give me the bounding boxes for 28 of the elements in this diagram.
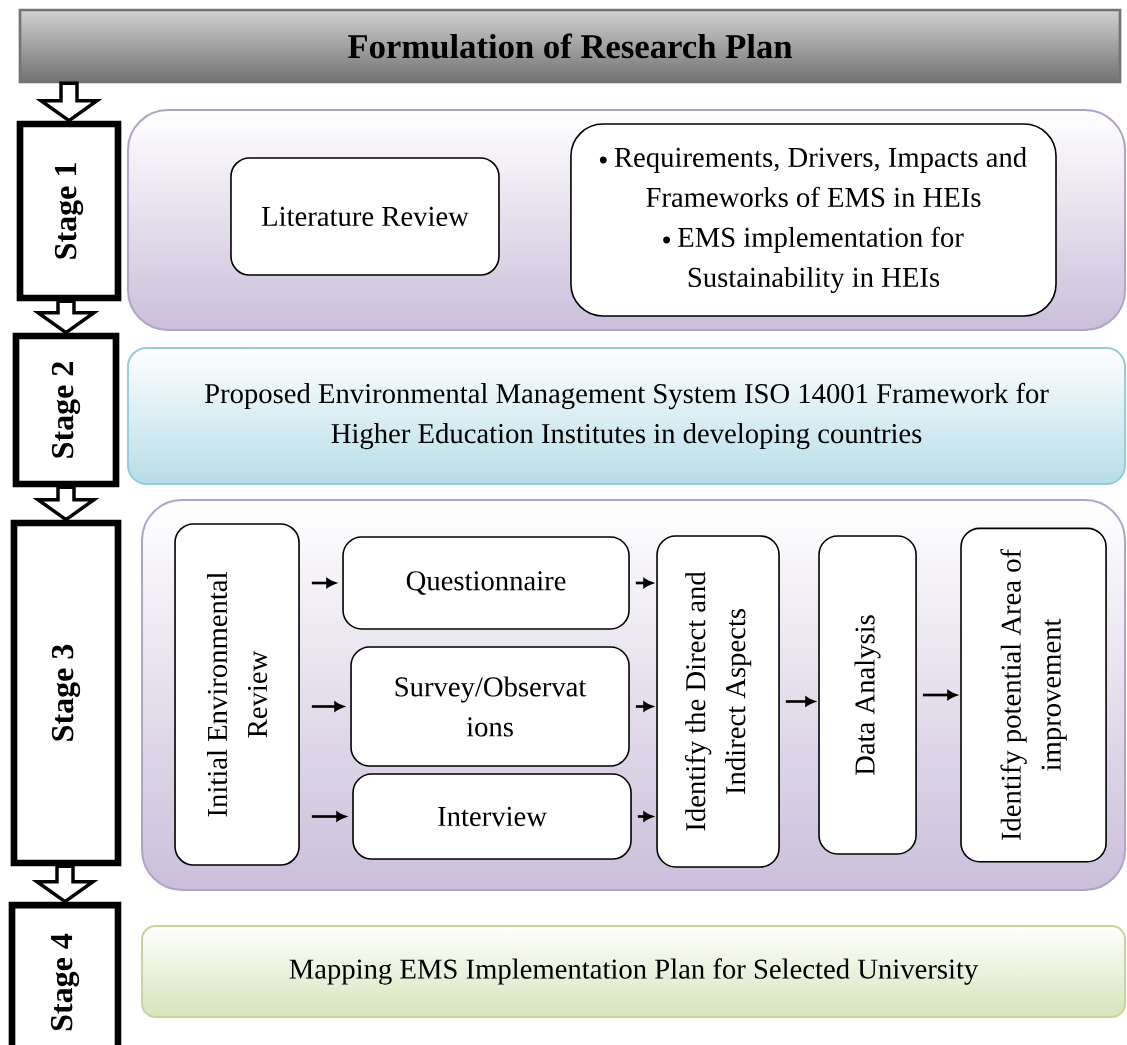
process-box: Interview: [352, 773, 632, 860]
stage-panel: Mapping EMS Implementation Plan for Selected University: [141, 925, 1126, 1018]
arrow: [637, 811, 653, 822]
process-box: Survey/Observat ions: [350, 646, 630, 767]
stage-box: Stage 4: [8, 901, 122, 1045]
arrow: [311, 701, 344, 712]
process-box: Initial Environmental Review: [174, 523, 300, 866]
process-box: Data Analysis: [818, 535, 917, 855]
arrow: [922, 690, 957, 700]
process-box: Questionnaire: [342, 536, 630, 630]
stage-panel: Proposed Environmental Management System ISO 14001 Framework for Higher Education Institutes in developing countries: [126, 347, 1127, 485]
stage-box: Stage 2: [12, 332, 120, 488]
process-box: Identify potential Area of improvement: [960, 527, 1107, 863]
block-arrow: [31, 864, 99, 904]
process-box: Literature Review: [230, 157, 500, 276]
block-arrow: [32, 299, 100, 335]
block-arrow: [35, 81, 103, 123]
stage-box: Stage 1: [16, 120, 122, 302]
arrow: [785, 696, 815, 707]
block-arrow: [32, 485, 100, 522]
arrow: [635, 701, 653, 712]
arrow: [635, 578, 653, 588]
process-box: Identify the Direct and Indirect Aspects: [656, 535, 780, 868]
bullet-list-box: Requirements, Drivers, Impacts and Frameworks of EMS in HEIs EMS implementation for Sustainability in HEIs: [570, 123, 1057, 317]
arrow: [311, 578, 336, 588]
stage-box: Stage 3: [10, 519, 122, 867]
arrow: [311, 811, 346, 822]
title-bar: Formulation of Research Plan: [18, 8, 1122, 84]
